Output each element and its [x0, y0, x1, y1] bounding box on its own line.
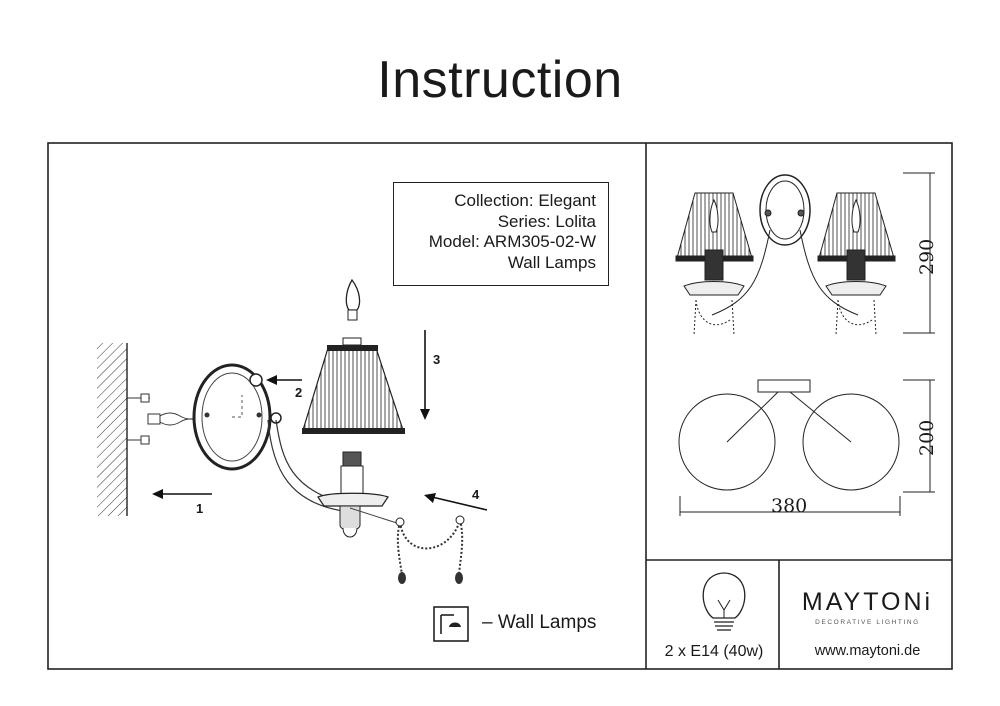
assembly-diagram — [97, 278, 488, 584]
lamp-shade — [302, 337, 405, 434]
outer-border — [47, 142, 953, 670]
candle-bulb — [345, 278, 361, 321]
top-view-drawing — [678, 379, 935, 516]
product-info-box: Collection: Elegant Series: Lolita Model… — [393, 182, 609, 286]
legend-label: – Wall Lamps — [482, 612, 597, 633]
step-1-label: 1 — [196, 501, 204, 516]
step-arrows — [152, 330, 488, 511]
depth-dimension-label: 200 — [916, 419, 938, 456]
step-4-label: 4 — [472, 487, 480, 502]
website-text: www.maytoni.de — [814, 643, 921, 659]
brand-tagline: DECORATIVE LIGHTING — [815, 619, 920, 626]
front-view-drawing — [675, 172, 935, 336]
wall-lamp-icon — [433, 606, 469, 642]
socket-holder — [317, 451, 389, 538]
bulb-spec-text: 2 x E14 (40w) — [664, 643, 764, 660]
collection-text: Collection: Elegant — [454, 191, 596, 210]
height-dimension-label: 290 — [916, 238, 938, 275]
mounting-screws — [127, 393, 201, 445]
light-bulb-icon — [702, 572, 746, 631]
type-text: Wall Lamps — [507, 252, 596, 272]
wall-hatch — [97, 343, 127, 516]
step-2-label: 2 — [295, 385, 303, 400]
step-3-label: 3 — [433, 352, 441, 367]
page-title: Instruction — [377, 51, 623, 109]
brand-logo: MAYTONi — [801, 588, 934, 616]
width-dimension-label: 380 — [771, 495, 808, 517]
model-text: Model: ARM305-02-W — [428, 232, 596, 251]
series-text: Series: Lolita — [497, 211, 596, 231]
bead-chains — [396, 519, 464, 576]
